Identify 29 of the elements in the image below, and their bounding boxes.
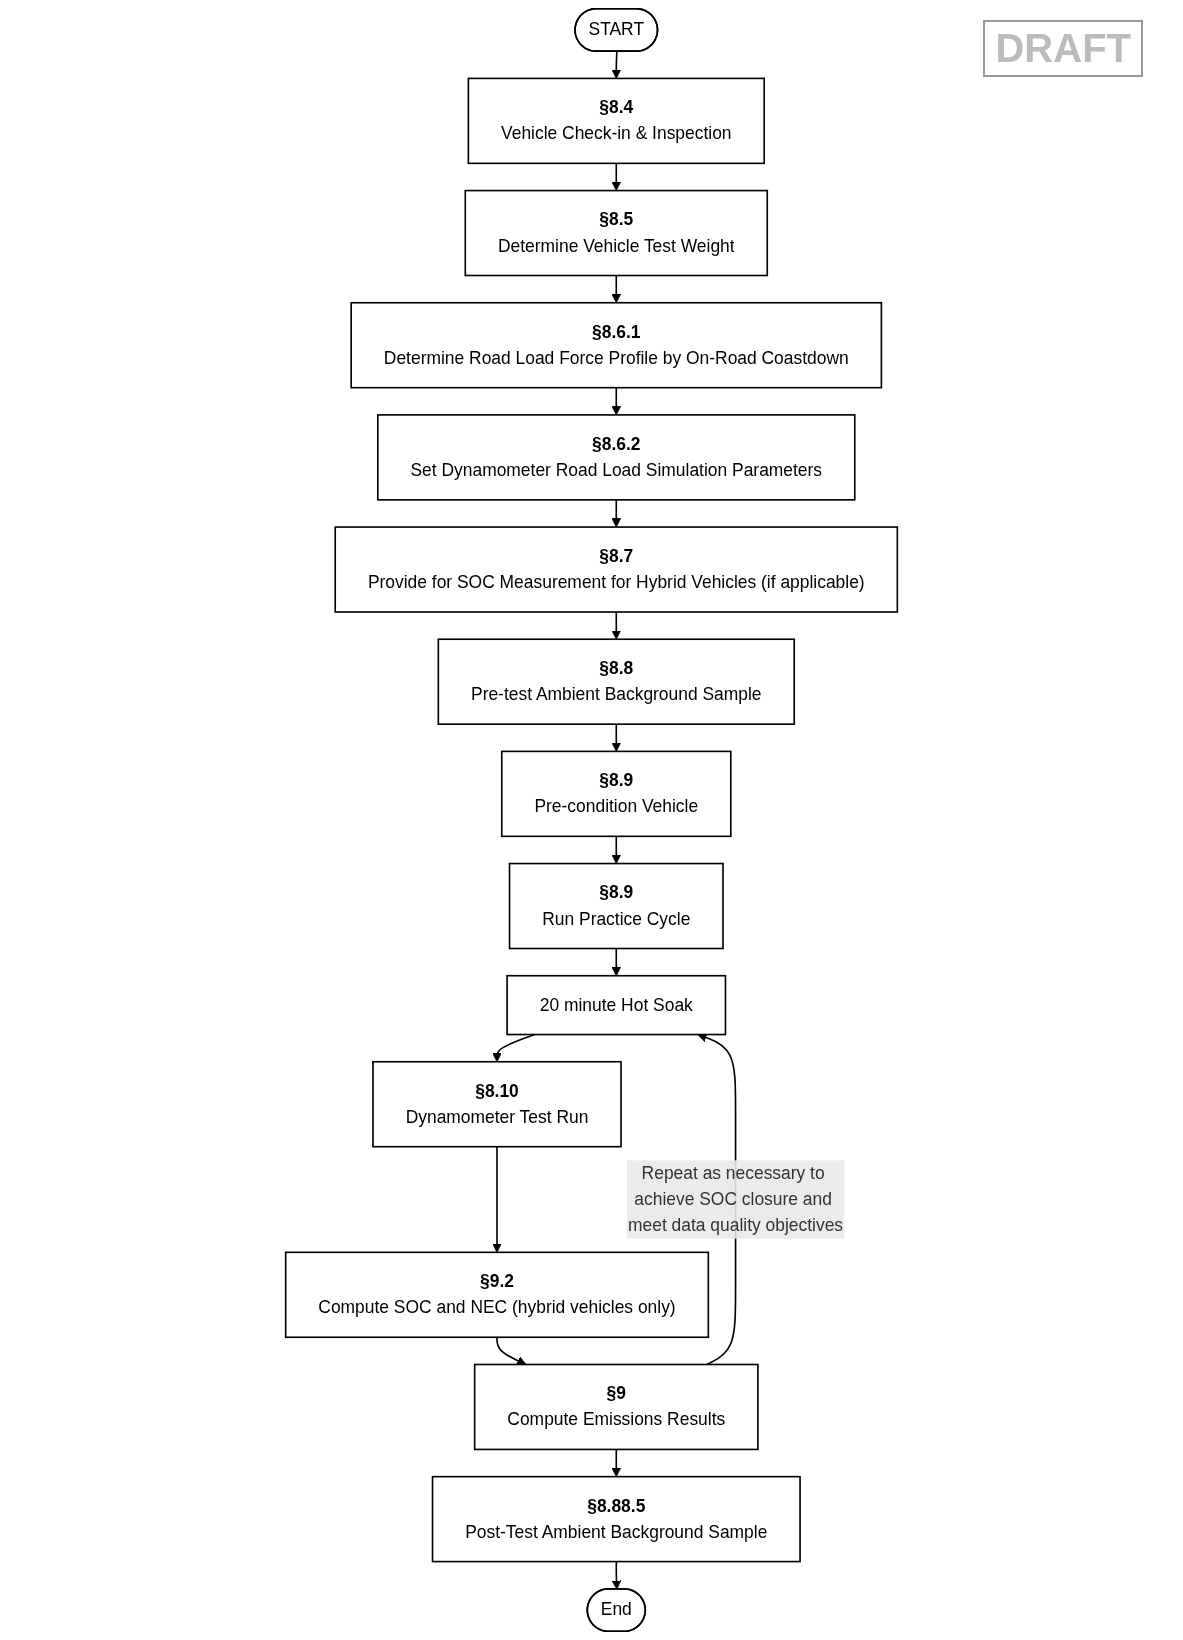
arrow — [611, 611, 622, 640]
arrow — [611, 274, 622, 304]
node-box: §8.10 Dynamometer Test Run — [372, 1060, 622, 1148]
node-box: §8.9 Run Practice Cycle — [508, 862, 724, 950]
arrow — [611, 50, 622, 79]
node-box: §8.88.5 Post-Test Ambient Background Sample — [431, 1475, 801, 1563]
draft-stamp: DRAFT — [983, 20, 1143, 77]
arrow — [492, 1033, 536, 1063]
arrow — [611, 1560, 622, 1590]
node-box: §8.5 Determine Vehicle Test Weight — [464, 189, 769, 277]
edge-label: Repeat as necessary to achieve SOC closure and meet data quality objectives — [628, 1163, 844, 1235]
node-box: §8.4 Vehicle Check-in & Inspection — [467, 77, 765, 165]
arrow — [611, 386, 622, 416]
arrow — [611, 1448, 622, 1478]
arrow — [611, 947, 622, 977]
node-box: §8.8 Pre-test Ambient Background Sample — [437, 638, 796, 725]
node-box: §8.6.2 Set Dynamometer Road Load Simulation Parameters — [377, 414, 856, 501]
arrow — [611, 835, 622, 864]
node-box: §9.2 Compute SOC and NEC (hybrid vehicles only) — [284, 1251, 710, 1339]
arrow — [611, 723, 622, 752]
arrow — [611, 162, 622, 191]
node-box: 20 minute Hot Soak — [506, 974, 727, 1036]
arrow — [496, 1336, 527, 1366]
arrow — [492, 1145, 502, 1253]
node-box: §8.7 Provide for SOC Measurement for Hybrid Vehicles (if applicable) — [334, 526, 899, 613]
arrow — [611, 499, 622, 528]
node-box: §8.9 Pre-condition Vehicle — [500, 750, 732, 838]
node-box: §9 Compute Emissions Results — [473, 1363, 759, 1451]
node-box: §8.6.1 Determine Road Load Force Profile by On-Road Coastdown — [350, 301, 883, 389]
